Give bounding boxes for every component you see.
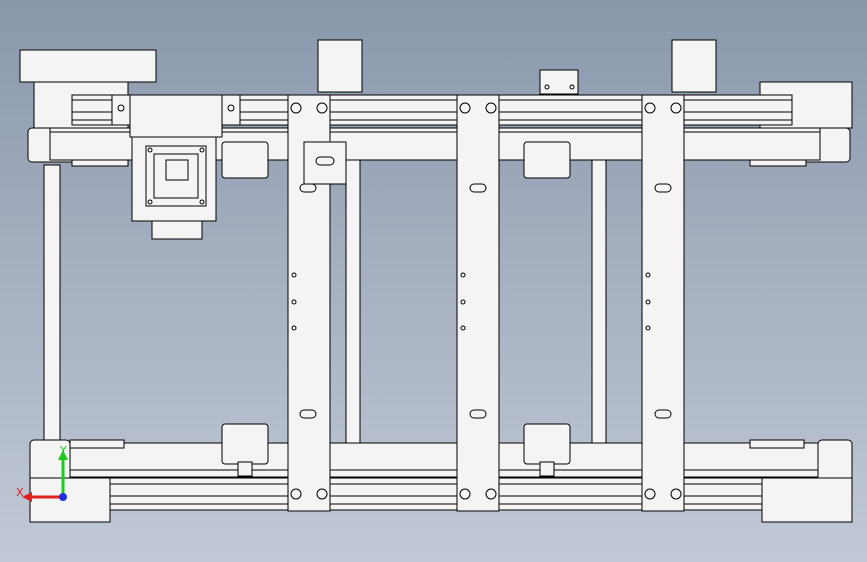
bottom-rail-upper [39,442,831,478]
bottom-right-end-block [749,439,853,523]
triad-y-label: Y [59,444,67,457]
bottom-left-end-block [29,439,125,523]
triad-x-label: X [16,486,24,499]
guide-rods [43,127,607,479]
rollers [221,141,571,477]
gear-motor [129,94,223,240]
cross-plate-right [641,94,685,512]
rail-brackets [111,94,241,126]
coordinate-triad: Y X [16,444,68,502]
cross-plate-left [287,94,347,512]
top-sensor-blocks [317,39,717,95]
cross-plate-middle [456,94,500,512]
z-axis-dot [59,493,67,501]
